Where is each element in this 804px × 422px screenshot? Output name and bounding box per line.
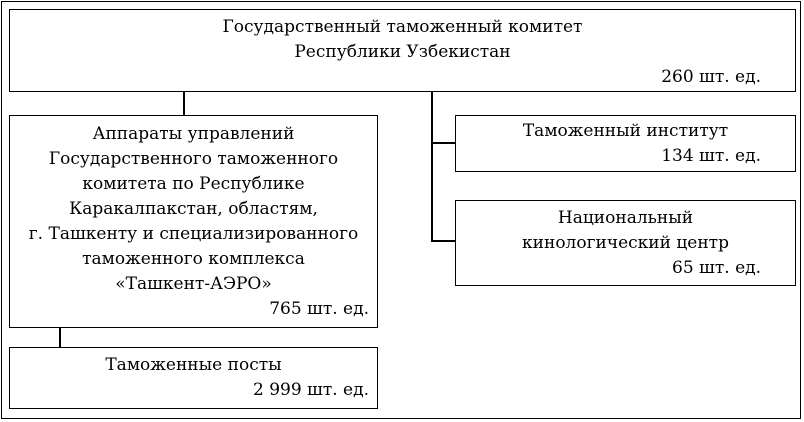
org-box-departments: Аппараты управлений Государственного там… (9, 115, 378, 328)
customs-posts-title: Таможенные посты (105, 355, 282, 375)
cynology-staff-count: 65 шт. ед. (672, 258, 761, 278)
org-box-institute: Таможенный институт 134 шт. ед. (455, 115, 796, 172)
departments-line-1: Аппараты управлений (92, 124, 295, 144)
cynology-title-line-1: Национальный (557, 208, 694, 228)
connector-committee-right-trunk (431, 92, 433, 242)
committee-title-line-2: Республики Узбекистан (294, 42, 511, 62)
departments-line-5: г. Ташкенту и специализированного (28, 224, 359, 244)
connector-branch-to-institute (433, 142, 455, 144)
institute-title: Таможенный институт (522, 121, 729, 141)
connector-departments-to-posts (59, 328, 61, 347)
departments-line-2: Государственного таможенного (48, 149, 339, 169)
departments-line-6: таможенного комплекса (82, 249, 305, 269)
cynology-title-line-2: кинологический центр (522, 233, 729, 253)
departments-line-7: «Ташкент-АЭРО» (115, 274, 272, 294)
org-box-committee: Государственный таможенный комитет Респу… (9, 9, 796, 92)
org-box-cynology-center: Национальный кинологический центр 65 шт.… (455, 200, 796, 286)
connector-committee-to-departments (183, 92, 185, 115)
customs-posts-staff-count: 2 999 шт. ед. (252, 380, 369, 400)
departments-staff-count: 765 шт. ед. (269, 299, 369, 319)
connector-branch-to-cynology (433, 240, 455, 242)
committee-staff-count: 260 шт. ед. (661, 67, 761, 87)
institute-staff-count: 134 шт. ед. (661, 146, 761, 166)
departments-line-3: комитета по Республике (82, 174, 305, 194)
org-box-customs-posts: Таможенные посты 2 999 шт. ед. (9, 347, 378, 409)
departments-line-4: Каракалпакстан, областям, (69, 199, 318, 219)
committee-title-line-1: Государственный таможенный комитет (222, 17, 583, 37)
